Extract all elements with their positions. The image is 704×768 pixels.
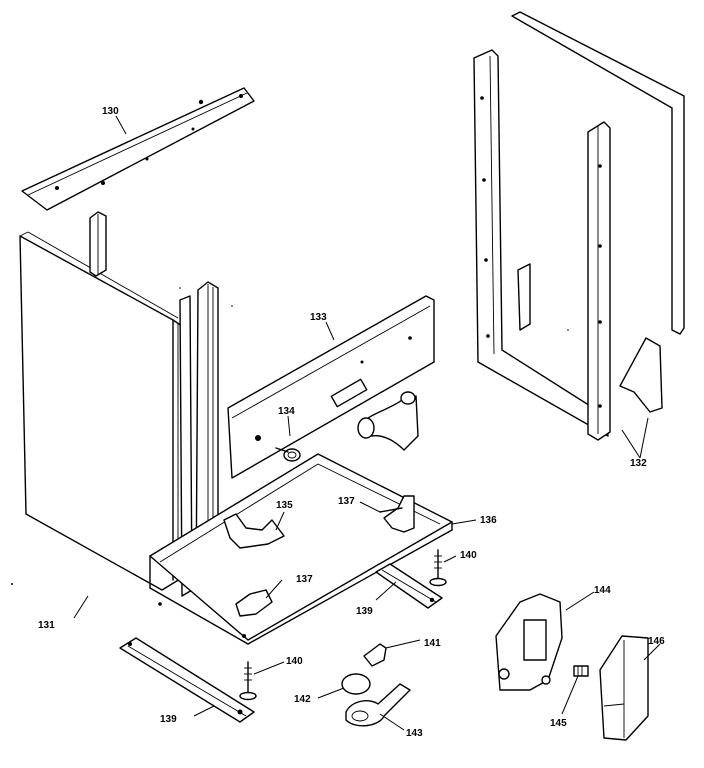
label-136: 136 [480,515,497,526]
part-labels: 130 131 132 133 134 135 136 137 137 139 … [38,106,665,739]
label-144: 144 [594,585,611,596]
part-139-rails [119,563,443,723]
part-132-right-side-panel [473,11,685,441]
label-145: 145 [550,718,567,729]
label-143: 143 [406,728,423,739]
label-140-a: 140 [460,550,477,561]
inlet-elbow [357,391,419,451]
label-139-b: 139 [160,714,177,725]
label-139-a: 139 [356,606,373,617]
part-145-switch [573,665,589,677]
label-133: 133 [310,312,327,323]
label-146: 146 [648,636,665,647]
label-137-a: 137 [338,496,355,507]
part-142-cap [341,673,371,695]
part-131-left-side-panel [19,231,186,591]
scan-specks [11,287,569,585]
label-132: 132 [630,458,647,469]
label-140-b: 140 [286,656,303,667]
part-136-base-tray [149,453,453,645]
label-141: 141 [424,638,441,649]
part-134-fitting [275,447,301,462]
part-146-cover [599,635,649,741]
part-143-hose-clamp [345,683,411,727]
part-144-bracket [495,593,563,691]
part-135-bracket [223,513,285,549]
label-137-b: 137 [296,574,313,585]
label-130: 130 [102,106,119,117]
part-137-clips [235,495,415,617]
leader-lines [73,115,661,731]
label-142: 142 [294,694,311,705]
label-131: 131 [38,620,55,631]
part-140-legs [239,549,447,701]
label-134: 134 [278,406,295,417]
part-141-fitting [363,643,387,667]
part-130-top-strip [21,87,255,211]
label-135: 135 [276,500,293,511]
part-133-rear-panel [227,295,435,479]
